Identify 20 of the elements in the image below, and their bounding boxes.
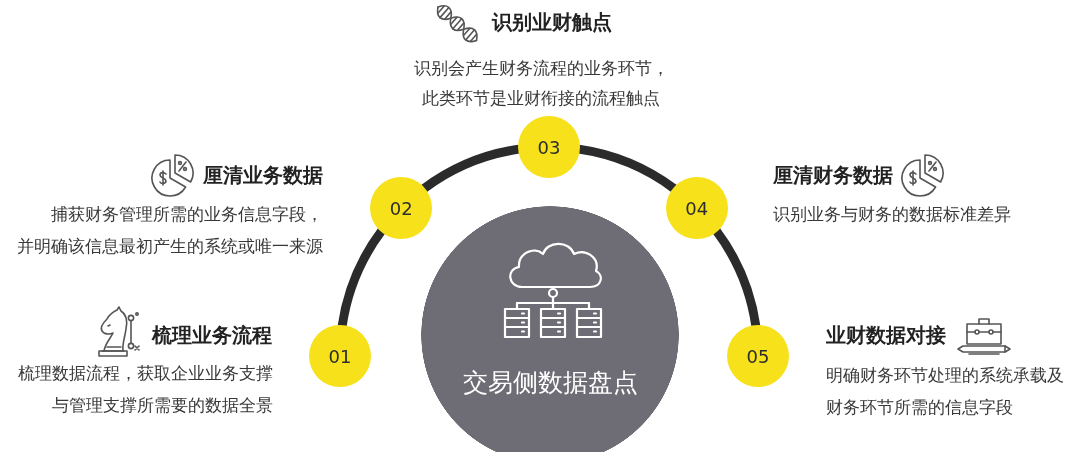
step-description: 捕获财务管理所需的业务信息字段，并明确该信息最初产生的系统或唯一来源: [16, 203, 323, 258]
step-number-circle: 02: [370, 177, 433, 240]
step-description: 识别业务与财务的数据标准差异: [773, 203, 1011, 226]
step-number-circle: 04: [665, 177, 728, 240]
arc-connector: [337, 228, 386, 327]
step-number-circle: 01: [309, 325, 371, 387]
step-title: 厘清财务数据: [773, 163, 893, 187]
step-description: 识别会产生财务流程的业务环节，此类环节是业财衔接的流程触点: [412, 57, 670, 110]
step-number-circle: 03: [518, 116, 580, 178]
hub-label: 交易侧数据盘点: [462, 368, 638, 398]
step-description: 梳理数据流程，获取企业业务支撑与管理支撑所需要的数据全景: [17, 362, 273, 417]
arc-connector: [712, 228, 761, 327]
step-title: 业财数据对接: [826, 323, 946, 347]
step-number-circle: 05: [727, 325, 789, 387]
step-title: 识别业财触点: [492, 10, 612, 34]
arc-connector: [578, 144, 677, 193]
step-title: 厘清业务数据: [203, 163, 323, 187]
step-title: 梳理业务流程: [152, 323, 272, 347]
step-description: 明确财务环节处理的系统承载及财务环节所需的信息字段: [826, 364, 1065, 419]
arc-connector: [421, 144, 520, 193]
